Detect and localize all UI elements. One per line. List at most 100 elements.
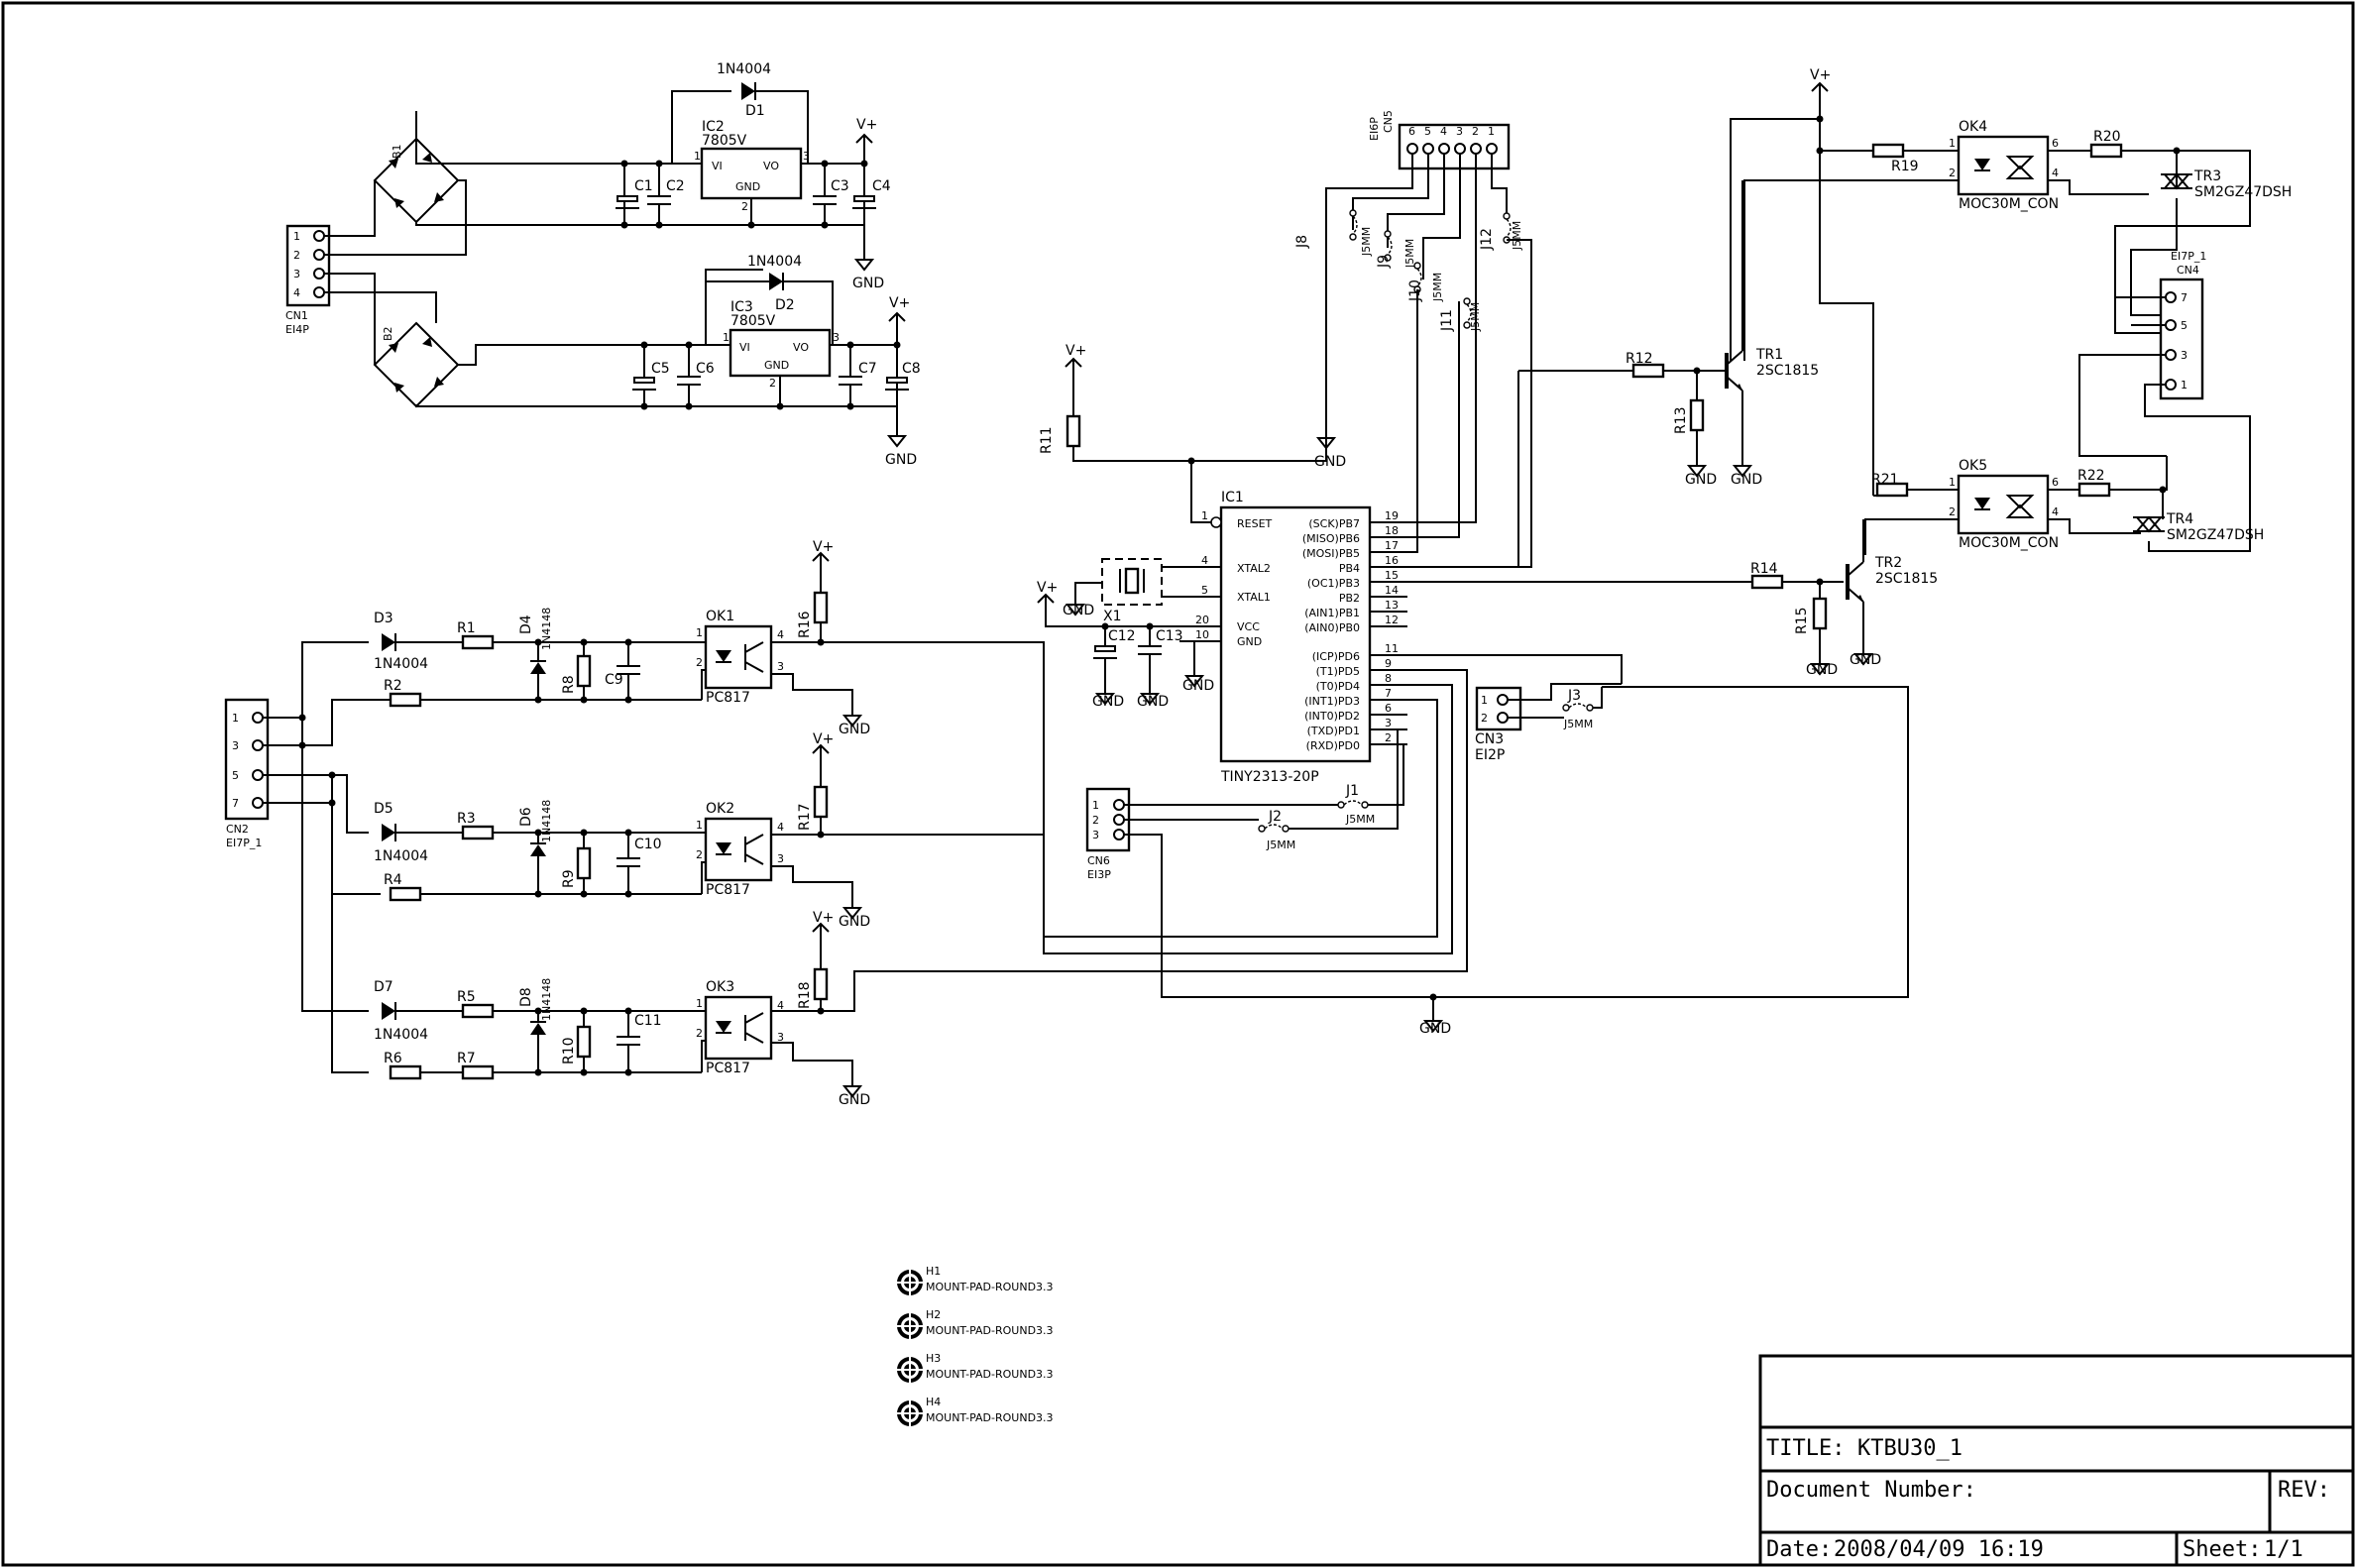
- ic1-part: TINY2313-20P: [1220, 769, 1319, 785]
- c9-ref: C9: [605, 672, 623, 688]
- vplus-label-mcu: V+: [1037, 580, 1058, 596]
- ic3-value: 7805V: [730, 313, 776, 329]
- sheet-value: 1/1: [2264, 1537, 2303, 1562]
- cn1-type: EI4P: [285, 323, 309, 336]
- ic2-pin3: 3: [803, 150, 810, 163]
- svg-text:7: 7: [2181, 291, 2188, 304]
- cn5-pin-1: 1: [1488, 125, 1495, 138]
- cn5-pin-4: 4: [1440, 125, 1447, 138]
- j3-ref: J3: [1567, 688, 1581, 704]
- c13-ref: C13: [1156, 628, 1183, 644]
- ic1-pin-vcc: VCC: [1237, 620, 1260, 633]
- r22-ref: R22: [2077, 468, 2105, 484]
- svg-text:4: 4: [777, 628, 784, 641]
- ic1-pinnum-10: 10: [1195, 628, 1209, 641]
- ic1-pin-gnd: GND: [1237, 635, 1262, 648]
- cn2-ref: CN2: [226, 823, 249, 836]
- ic1-mcu: [1219, 505, 1372, 763]
- c3-ref: C3: [831, 178, 849, 194]
- d6-ref: D6: [518, 807, 534, 827]
- h1-ref: H1: [926, 1265, 941, 1278]
- cn5-connector: [1398, 123, 1511, 170]
- vplus-label-r16: V+: [813, 539, 834, 555]
- vplus-label-r11: V+: [1066, 343, 1086, 359]
- svg-text:2: 2: [1949, 167, 1956, 179]
- svg-text:OK1: OK1: [706, 609, 734, 624]
- ic2-vo: VO: [763, 160, 779, 172]
- svg-text:(ICP)PD6: (ICP)PD6: [1312, 650, 1360, 663]
- gnd-label-mcu: GND: [1182, 678, 1214, 694]
- cn5-pin-3: 3: [1456, 125, 1463, 138]
- r11-ref: R11: [1039, 426, 1055, 454]
- svg-text:14: 14: [1385, 584, 1399, 597]
- cn4-connector: [2159, 278, 2204, 400]
- svg-text:(T1)PD5: (T1)PD5: [1316, 665, 1360, 678]
- ic3-vi: VI: [739, 341, 750, 354]
- ic2-vi: VI: [712, 160, 723, 172]
- svg-text:8: 8: [1385, 672, 1392, 685]
- svg-text:OK5: OK5: [1959, 458, 1987, 474]
- svg-text:PB4: PB4: [1339, 562, 1360, 575]
- tr2-part: 2SC1815: [1875, 571, 1938, 587]
- svg-text:3: 3: [1385, 717, 1392, 729]
- r21-ref: R21: [1871, 472, 1899, 488]
- svg-text:2: 2: [1949, 505, 1956, 518]
- svg-text:6: 6: [2052, 137, 2059, 150]
- svg-text:15: 15: [1385, 569, 1399, 582]
- svg-text:1: 1: [1481, 694, 1488, 707]
- bridge-b1-ref: B1: [391, 144, 403, 159]
- svg-text:3: 3: [2181, 349, 2188, 362]
- cn4-ref: CN4: [2177, 264, 2199, 277]
- c8-ref: C8: [902, 361, 921, 377]
- r8-ref: R8: [561, 675, 577, 694]
- cn1-pin-3: 3: [293, 268, 300, 280]
- cn6-connector: [1085, 787, 1131, 852]
- r17-ref: R17: [797, 803, 813, 831]
- svg-text:OK4: OK4: [1959, 119, 1987, 135]
- svg-text:1: 1: [2181, 379, 2188, 392]
- svg-text:3: 3: [1092, 829, 1099, 841]
- svg-text:(OC1)PB3: (OC1)PB3: [1307, 577, 1360, 590]
- d3-value: 1N4004: [374, 656, 428, 672]
- gnd-label-2: GND: [885, 452, 917, 468]
- tr1-part: 2SC1815: [1756, 363, 1819, 379]
- cn2-pin-1: 1: [232, 712, 239, 725]
- j12-ref: J12: [1479, 228, 1495, 251]
- d5-value: 1N4004: [374, 848, 428, 864]
- svg-text:MOC30M_CON: MOC30M_CON: [1959, 535, 2059, 551]
- cn4-type: EI7P_1: [2171, 250, 2206, 263]
- d1-ref: D1: [745, 103, 765, 119]
- ic1-pin-xtal2: XTAL2: [1237, 562, 1271, 575]
- c4-ref: C4: [872, 178, 891, 194]
- r18-ref: R18: [797, 981, 813, 1009]
- ic3-pin3: 3: [833, 331, 840, 344]
- ic3-pin1: 1: [723, 331, 729, 344]
- svg-text:PC817: PC817: [706, 1061, 750, 1076]
- ic1-pinnum-1: 1: [1201, 509, 1208, 522]
- sheet-label: Sheet:: [2183, 1537, 2261, 1562]
- ic1-pin-reset: RESET: [1237, 517, 1273, 530]
- cn5-pin-2: 2: [1472, 125, 1479, 138]
- d1-value: 1N4004: [717, 61, 771, 77]
- ic2-ref: IC2: [702, 119, 725, 135]
- cn5-ref: CN5: [1382, 110, 1395, 133]
- gnd-label-cn6: GND: [1419, 1021, 1451, 1037]
- d8-ref: D8: [518, 987, 534, 1007]
- rev-label: REV:: [2278, 1478, 2330, 1503]
- svg-text:1: 1: [1092, 799, 1099, 812]
- svg-text:OK2: OK2: [706, 801, 734, 817]
- j10-value: J5MM: [1431, 273, 1444, 302]
- r15-ref: R15: [1794, 607, 1810, 634]
- j2-ref: J2: [1268, 809, 1282, 825]
- title-label: TITLE:: [1766, 1436, 1845, 1461]
- svg-text:7: 7: [1385, 687, 1392, 700]
- svg-text:(INT1)PD3: (INT1)PD3: [1304, 695, 1360, 708]
- cn2-pin-3: 3: [232, 739, 239, 752]
- svg-text:(T0)PD4: (T0)PD4: [1316, 680, 1360, 693]
- cn1-pin-4: 4: [293, 286, 300, 299]
- cn1-ref: CN1: [285, 309, 308, 322]
- ic3-vo: VO: [793, 341, 809, 354]
- svg-text:MOC30M_CON: MOC30M_CON: [1959, 196, 2059, 212]
- title-block: TITLE: KTBU30_1 Document Number: REV: Da…: [1758, 1354, 2355, 1567]
- h2-ref: H2: [926, 1308, 941, 1321]
